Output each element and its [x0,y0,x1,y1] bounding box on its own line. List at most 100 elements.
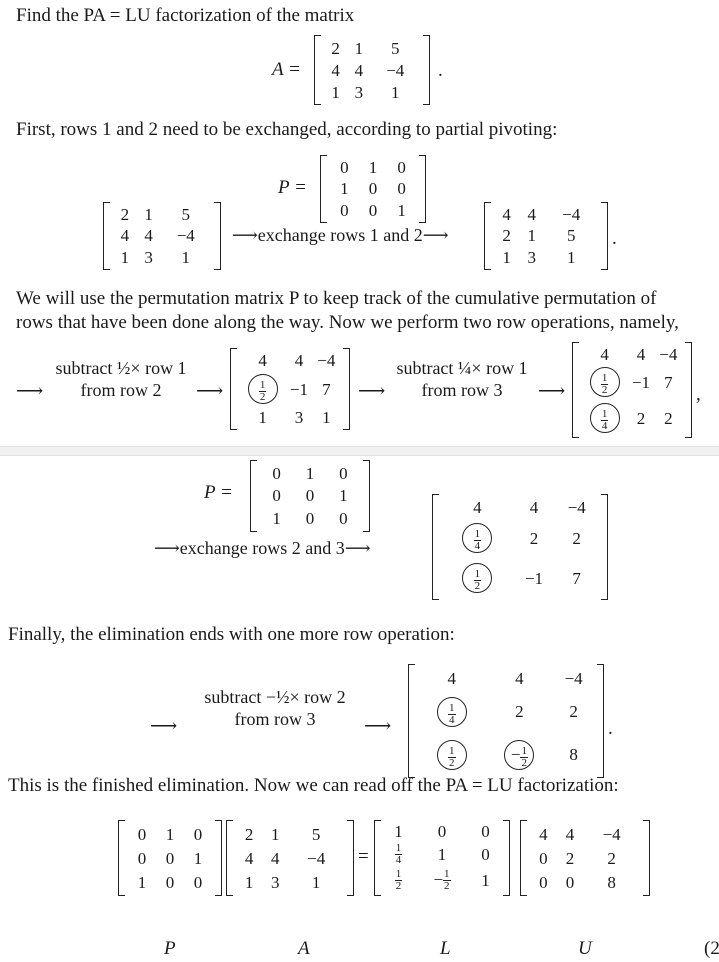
period-2: . [612,228,617,249]
matrix-cell: 4 [270,848,280,868]
matrix-cell: 8 [607,872,616,892]
matrix-cell: 4 [502,205,511,225]
matrix-cell: 5 [391,38,400,58]
matrix-cell: 2 [569,702,578,722]
matrix-cell: 0 [305,509,315,529]
matrix-cell: 7 [664,372,673,392]
matrix-cell: 4 [447,668,457,688]
matrix-cell: 1 [137,872,147,892]
matrix-cell: 1 [527,226,537,246]
arrow-6: ⟶ [364,716,392,737]
period-3: . [608,718,613,739]
matrix-cell: 0 [368,179,378,199]
arrow-1: ⟶ [16,381,44,402]
matrix-cell: −4 [567,497,586,517]
label-a: A [298,938,310,959]
label-l: L [440,938,451,959]
matrix-cell: 0 [481,822,490,842]
op1-label: subtract ½× row 1 from row 2 [48,357,194,401]
matrix-cell: 0 [340,200,349,220]
para2-line1: We will use the permutation matrix P to … [16,288,657,309]
matrix-cell: −4 [317,350,336,370]
matrix-cell: −1 [289,379,309,399]
matrix-cell: 1 [120,247,130,267]
matrix-cell: 0 [340,158,349,178]
matrix-cell: 1 [193,848,203,868]
finally-text: Finally, the elimination ends with one m… [8,624,455,645]
label-p: P [164,938,176,959]
matrix-cell: 3 [144,247,153,267]
op2-line1: subtract ¼× row 1 [396,358,528,378]
matrix-cell: −4 [564,668,583,688]
matrix-cell: 3 [527,247,537,267]
label-u: U [578,938,592,959]
matrix-cell: 2 [565,848,575,868]
arrow-4: ⟶ [538,381,566,402]
matrix-cell: 1 [144,205,153,225]
matrix-cell: −4 [307,848,326,868]
section-divider [0,446,719,456]
matrix-cell: 1 [165,824,175,844]
matrix-cell: 0 [137,824,147,844]
matrix-cell: 4 [354,60,364,80]
matrix-cell: 0 [368,200,378,220]
op3-line2: from row 3 [234,709,316,729]
matrix-cell: 1 [354,38,364,58]
step1-text: First, rows 1 and 2 need to be exchanged… [16,119,558,140]
matrix-cell: 4 [258,350,267,370]
matrix-cell: 4 [331,60,340,80]
matrix-cell: 0 [165,848,175,868]
matrix-cell: −4 [602,824,621,844]
matrix-cell: 3 [294,408,304,428]
matrix-cell: 5 [566,226,576,246]
matrix-cell: 0 [397,158,406,178]
matrix-cell: 4 [600,344,609,364]
matrix-cell: −4 [386,60,405,80]
matrix-cell: 3 [354,82,364,102]
matrix-cell: 4 [527,205,537,225]
period: . [438,60,443,81]
op1-line2: from row 2 [80,380,162,400]
arrow-5: ⟶ [150,716,178,737]
matrix-cell: 1 [181,247,190,267]
matrix-cell: 4 [120,226,130,246]
matrix-cell: 2 [120,205,130,225]
matrix-cell: 1 [397,200,406,220]
matrix-cell: 1 [258,408,267,428]
matrix-cell: 3 [270,872,280,892]
matrix-cell: 1 [481,871,490,891]
matrix-cell: 4 [565,824,575,844]
matrix-cell: 0 [397,179,406,199]
arrow-3: ⟶ [358,381,386,402]
matrix-cell: 2 [331,38,340,58]
matrix-cell: 5 [181,205,190,225]
matrix-cell: 4 [244,848,254,868]
matrix-cell: 4 [529,497,539,517]
matrix-cell: 0 [339,509,348,529]
p2-label: P = [204,482,233,503]
matrix-cell: 0 [193,824,203,844]
matrix-cell: 1 [305,463,315,483]
matrix-cell: 2 [529,528,539,548]
matrix-cell: 1 [502,247,511,267]
matrix-cell: 2 [607,848,616,868]
matrix-cell: 0 [539,848,548,868]
matrix-cell: 4 [515,668,524,688]
